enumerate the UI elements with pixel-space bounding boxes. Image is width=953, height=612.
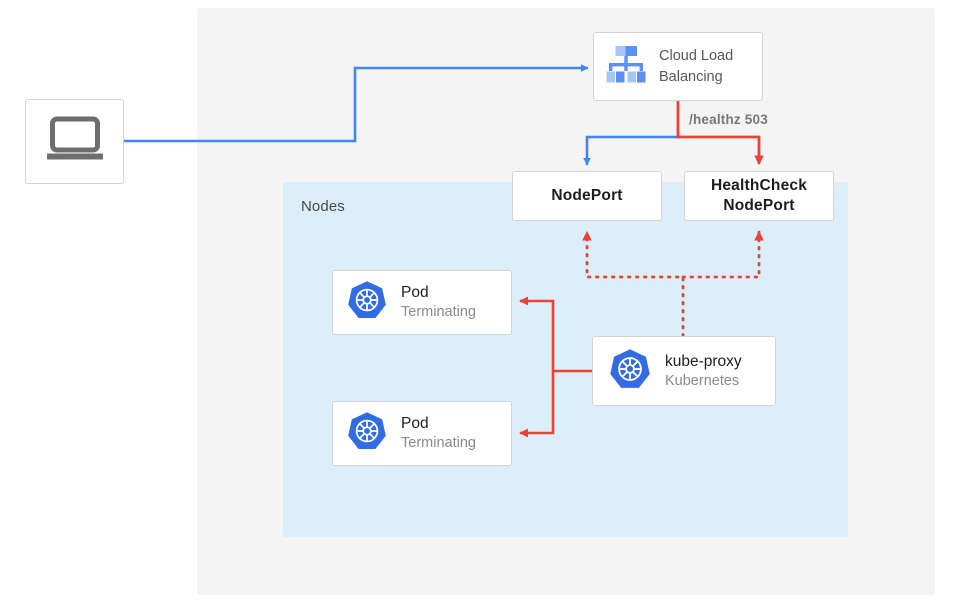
client-node <box>25 99 124 184</box>
pod-node-1: Pod Terminating <box>332 270 512 335</box>
healthcheck-nodeport-node: HealthCheck NodePort <box>684 171 834 221</box>
cloud-load-balancing-label: Cloud Load Balancing <box>659 46 733 87</box>
kubernetes-icon <box>609 348 651 395</box>
pod-2-title: Pod <box>401 415 429 432</box>
pod-1-status: Terminating <box>401 304 476 321</box>
kubernetes-icon <box>347 280 387 325</box>
cloud-load-balancing-line2: Balancing <box>659 68 723 85</box>
pod-2-label: Pod Terminating <box>401 414 476 453</box>
healthcheck-nodeport-line1: HealthCheck <box>710 177 808 195</box>
cloud-load-balancing-icon <box>604 43 648 90</box>
healthcheck-nodeport-label: HealthCheck NodePort <box>711 176 807 215</box>
kubernetes-icon <box>347 411 387 456</box>
nodes-region-label: Nodes <box>301 198 345 215</box>
kube-proxy-subtitle: Kubernetes <box>665 372 740 389</box>
kube-proxy-title: kube-proxy <box>665 352 742 370</box>
nodeport-node: NodePort <box>512 171 662 221</box>
laptop-icon <box>45 115 105 168</box>
healthz-edge-label: /healthz 503 <box>689 112 768 127</box>
pod-node-2: Pod Terminating <box>332 401 512 466</box>
healthcheck-nodeport-line2: NodePort <box>723 197 795 214</box>
kube-proxy-label: kube-proxy Kubernetes <box>665 352 742 391</box>
cloud-load-balancing-node: Cloud Load Balancing <box>593 32 763 101</box>
pod-1-label: Pod Terminating <box>401 283 476 322</box>
cloud-load-balancing-line1: Cloud Load <box>659 47 734 64</box>
nodeport-label: NodePort <box>551 187 623 205</box>
pod-1-title: Pod <box>401 284 429 301</box>
pod-2-status: Terminating <box>401 435 476 452</box>
kube-proxy-node: kube-proxy Kubernetes <box>592 336 776 406</box>
